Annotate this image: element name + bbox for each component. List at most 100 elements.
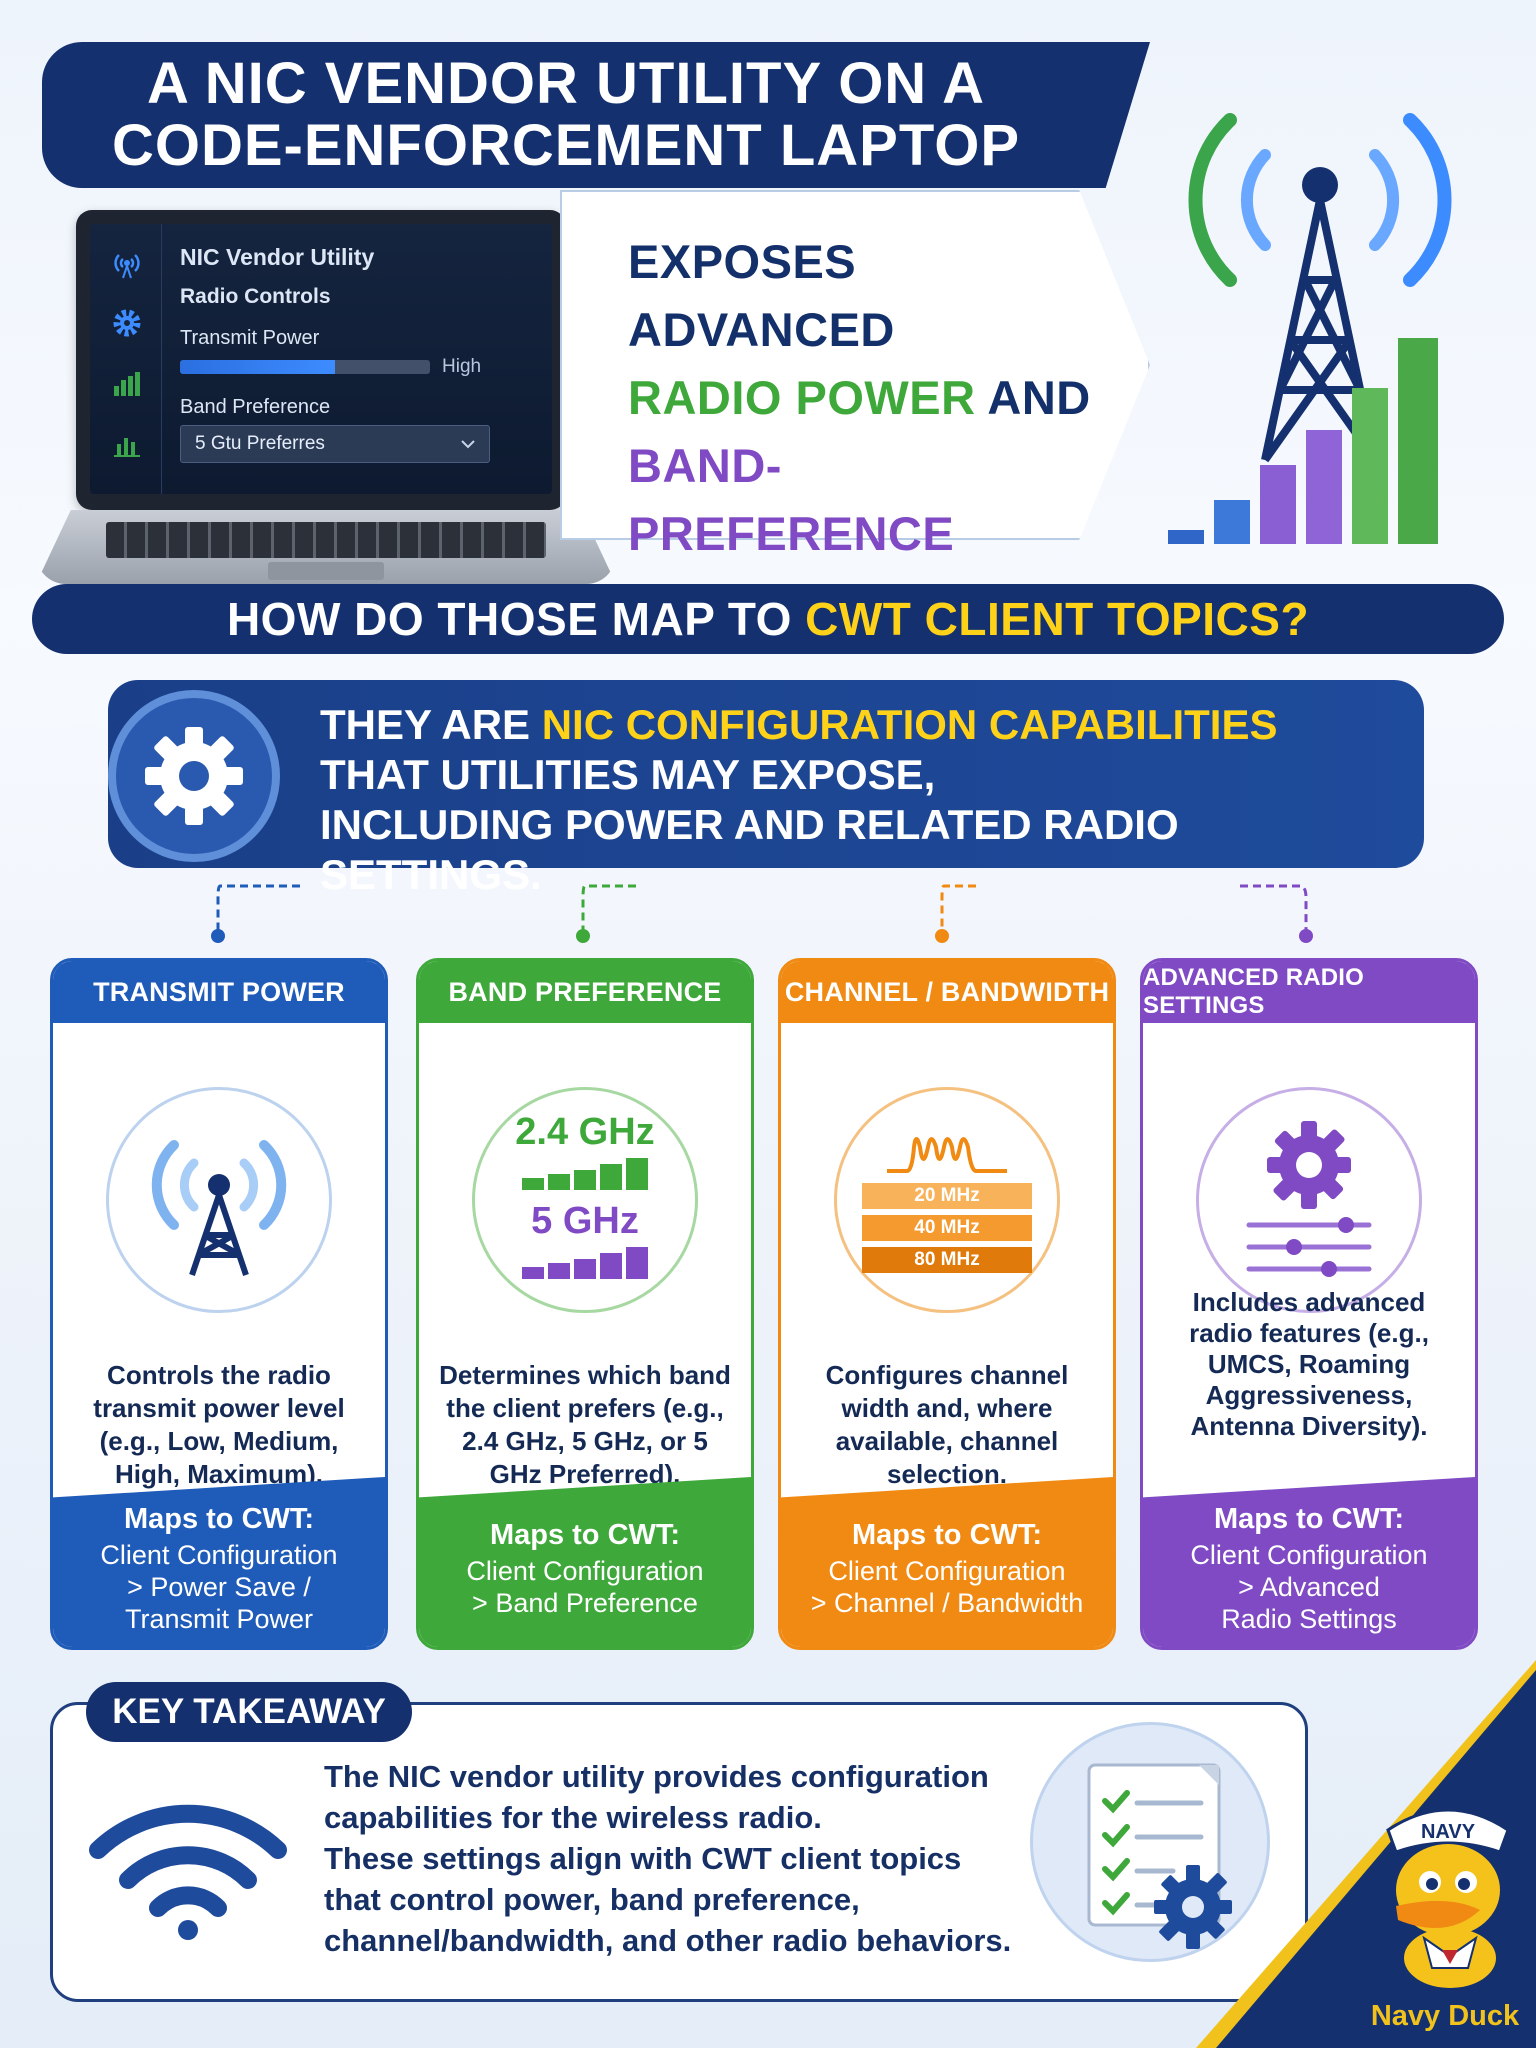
laptop-screen: NIC Vendor Utility Radio Controls Transm… <box>90 224 552 494</box>
laptop-keyboard <box>106 522 546 558</box>
card-description: Configures channel width and, where avai… <box>825 1360 1069 1489</box>
cell-tower-icon <box>1168 113 1452 544</box>
title-line-2: CODE-ENFORCEMENT LAPTOP <box>111 113 1021 178</box>
gear-icon <box>145 727 243 825</box>
takeaway-line: that control power, band preference, <box>324 1882 860 1917</box>
laptop-lid: NIC Vendor Utility Radio Controls Transm… <box>76 210 566 510</box>
card-title: BAND PREFERENCE <box>419 961 751 1023</box>
radio-controls-heading: Radio Controls <box>180 285 331 308</box>
takeaway-line: The NIC vendor utility provides configur… <box>324 1759 989 1794</box>
question-highlight: CWT CLIENT TOPICS? <box>805 593 1310 645</box>
exposes-line-1: EXPOSES ADVANCED <box>628 235 895 356</box>
chart-icon[interactable] <box>110 426 144 460</box>
card-icon-circle: 2.4 GHz 5 GHz <box>472 1087 698 1313</box>
config-gear-badge <box>108 690 280 862</box>
exposes-and: AND <box>975 371 1091 424</box>
transmit-power-track[interactable] <box>180 360 430 374</box>
checklist-gear-icon <box>1087 1763 1232 1949</box>
waveform-icon <box>887 1137 1007 1173</box>
title-banner: A NIC VENDOR UTILITY ON A CODE-ENFORCEME… <box>42 42 1150 188</box>
card-title: ADVANCED RADIO SETTINGS <box>1143 961 1475 1023</box>
wifi-icon <box>89 1804 287 1940</box>
band-preference-select[interactable]: 5 Gtu Preferres <box>180 425 490 463</box>
takeaway-line: These settings align with CWT client top… <box>324 1841 962 1876</box>
width-80mhz: 80 MHz <box>862 1247 1032 1273</box>
question-bar: HOW DO THOSE MAP TO CWT CLIENT TOPICS? <box>32 584 1504 654</box>
gear-icon[interactable] <box>110 306 144 340</box>
config-prefix: THEY ARE <box>320 701 542 748</box>
mapping-line: Client Configuration <box>828 1556 1066 1586</box>
card-mapping: Maps to CWT: Client Configuration > Adva… <box>1143 1477 1475 1647</box>
config-text: THEY ARE NIC CONFIGURATION CAPABILITIES … <box>320 700 1410 900</box>
mapping-line: Client Configuration <box>1190 1540 1428 1570</box>
transmit-power-label: Transmit Power <box>180 327 320 349</box>
mapping-line: > Band Preference <box>472 1588 698 1618</box>
mascot-name: Navy Duck <box>1370 2000 1520 2032</box>
transmit-power-value: High <box>442 356 482 377</box>
signal-bars-icon <box>522 1158 648 1190</box>
signal-bars-icon[interactable] <box>110 366 144 400</box>
exposes-text: EXPOSES ADVANCED RADIO POWER AND BAND-PR… <box>628 228 1108 636</box>
band-preference-highlight: BAND-PREFERENCE <box>628 439 955 560</box>
radio-power-highlight: RADIO POWER <box>628 371 976 424</box>
transmit-power-slider[interactable]: High <box>180 356 532 378</box>
title-line-1: A NIC VENDOR UTILITY ON A <box>146 51 986 116</box>
mapping-line: > Power Save / <box>127 1572 311 1602</box>
card-icon-circle: 20 MHz 40 MHz 80 MHz <box>834 1087 1060 1313</box>
card-title: CHANNEL / BANDWIDTH <box>781 961 1113 1023</box>
config-line-2: THAT UTILITIES MAY EXPOSE, <box>320 751 936 798</box>
mascot-hat-text: NAVY <box>1421 1821 1476 1843</box>
question-prefix: HOW DO THOSE MAP TO <box>226 593 806 645</box>
chevron-down-icon <box>461 433 475 455</box>
card-mapping: Maps to CWT: Client Configuration > Chan… <box>781 1477 1113 1647</box>
card-connectors <box>211 884 1313 943</box>
mapping-title: Maps to CWT: <box>851 1519 1043 1551</box>
key-takeaway-label: KEY TAKEAWAY <box>86 1682 412 1742</box>
card-mapping: Maps to CWT: Client Configuration > Powe… <box>53 1477 385 1647</box>
card-icon-circle <box>106 1087 332 1313</box>
card-description: Includes advanced radio features (e.g., … <box>1189 1287 1429 1441</box>
card-advanced-radio-settings: ADVANCED RADIO SETTINGS Includes advance… <box>1140 958 1478 1650</box>
exposes-callout <box>560 190 1150 540</box>
signal-bars-icon <box>522 1247 648 1279</box>
takeaway-line: channel/bandwidth, and other radio behav… <box>324 1923 1012 1958</box>
mapping-title: Maps to CWT: <box>123 1503 315 1535</box>
card-transmit-power: TRANSMIT POWER Controls the radio transm… <box>50 958 388 1650</box>
antenna-icon <box>110 246 144 280</box>
band-preference-label: Band Preference <box>180 396 331 418</box>
utility-title: NIC Vendor Utility <box>180 244 375 270</box>
checklist-illustration <box>1030 1722 1270 1962</box>
mapping-line: Client Configuration <box>466 1556 704 1586</box>
utility-panel: NIC Vendor Utility Radio Controls Transm… <box>180 244 532 463</box>
takeaway-line: capabilities for the wireless radio. <box>324 1800 822 1835</box>
exposes-line-2: RADIO POWER AND <box>628 364 1108 432</box>
mapping-line: > Channel / Bandwidth <box>810 1588 1084 1618</box>
width-20mhz: 20 MHz <box>862 1183 1032 1209</box>
card-channel-bandwidth: CHANNEL / BANDWIDTH 20 MHz 40 MHz 80 MHz… <box>778 958 1116 1650</box>
card-title: TRANSMIT POWER <box>53 961 385 1023</box>
mapping-title: Maps to CWT: <box>489 1519 681 1551</box>
gear-sliders-icon <box>1246 1121 1372 1277</box>
key-takeaway-text: The NIC vendor utility provides configur… <box>324 1756 1044 1961</box>
card-description: Determines which band the client prefers… <box>439 1360 731 1489</box>
config-line-3: INCLUDING POWER AND RELATED RADIO SETTIN… <box>320 801 1179 898</box>
band-24ghz-label: 2.4 GHz <box>515 1111 655 1153</box>
width-40mhz: 40 MHz <box>862 1215 1032 1241</box>
config-banner <box>108 680 1424 868</box>
transmit-power-fill <box>180 360 335 374</box>
band-5ghz-label: 5 GHz <box>531 1200 639 1242</box>
mapping-line: Radio Settings <box>1221 1604 1397 1634</box>
laptop-touchpad <box>268 562 384 580</box>
card-band-preference: BAND PREFERENCE 2.4 GHz 5 GHz Determines… <box>416 958 754 1650</box>
mapping-line: > Advanced <box>1238 1572 1380 1602</box>
config-highlight: NIC CONFIGURATION CAPABILITIES <box>541 701 1278 748</box>
card-mapping: Maps to CWT: Client Configuration > Band… <box>419 1477 751 1647</box>
config-line-1: THEY ARE NIC CONFIGURATION CAPABILITIES <box>320 700 1410 750</box>
mapping-title: Maps to CWT: <box>1213 1503 1405 1535</box>
laptop-illustration: NIC Vendor Utility Radio Controls Transm… <box>36 210 616 590</box>
cell-tower-icon <box>151 1140 287 1276</box>
utility-sidebar <box>90 224 162 494</box>
card-description: Controls the radio transmit power level … <box>93 1360 345 1489</box>
mapping-line: Transmit Power <box>124 1604 314 1634</box>
card-icon-circle <box>1196 1087 1422 1313</box>
